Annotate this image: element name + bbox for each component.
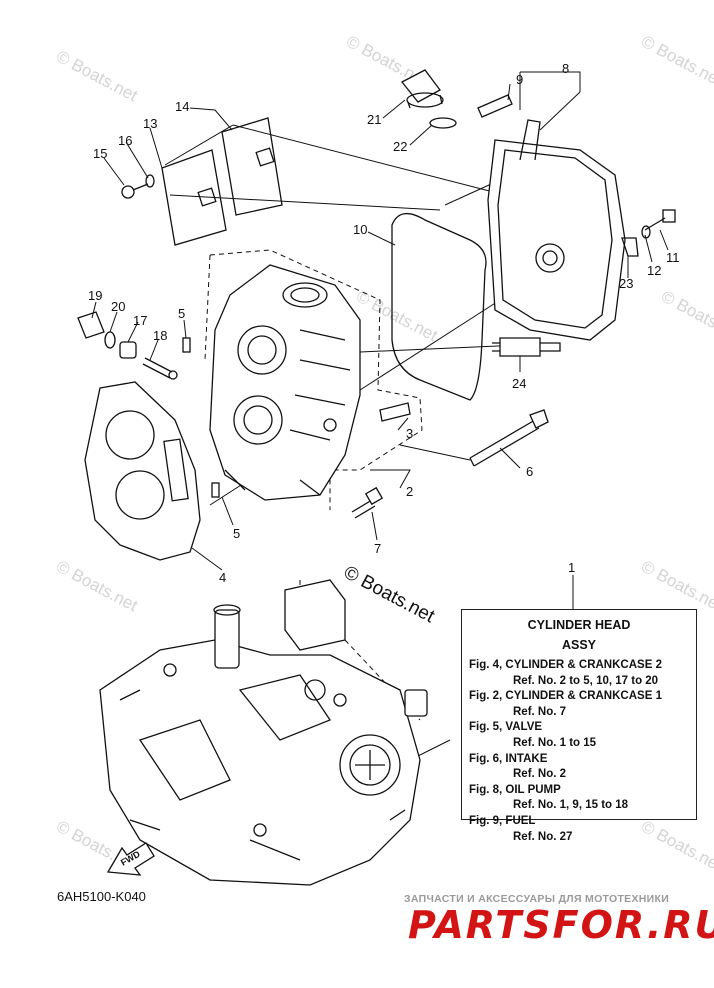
callout-5: 5 bbox=[178, 306, 185, 321]
clamp-23 bbox=[621, 237, 639, 257]
watermark: © Boats.net bbox=[353, 287, 441, 346]
callout-22: 22 bbox=[393, 139, 407, 154]
bolt-18 bbox=[142, 357, 173, 379]
legend-fig: Fig. 9, FUEL bbox=[469, 814, 536, 827]
watermark: © Boats.net bbox=[658, 287, 714, 346]
callout-23: 23 bbox=[619, 276, 633, 291]
small-parts-left bbox=[77, 311, 178, 380]
callout-8: 8 bbox=[562, 61, 569, 76]
plug-19 bbox=[77, 311, 105, 339]
bolt-7 bbox=[351, 486, 384, 519]
callout-21: 21 bbox=[367, 112, 381, 127]
gasket-13 bbox=[161, 149, 227, 246]
legend-ref-list: Fig. 4, CYLINDER & CRANKCASE 2 Ref. No. … bbox=[462, 658, 696, 845]
washer-12 bbox=[641, 225, 651, 239]
o-ring-22 bbox=[429, 117, 457, 129]
watermark: © Boats.net bbox=[53, 557, 141, 616]
callout-19: 19 bbox=[88, 288, 102, 303]
legend-ref: Ref. No. 7 bbox=[513, 705, 567, 718]
callout-20: 20 bbox=[111, 299, 125, 314]
head-gasket-4 bbox=[84, 381, 201, 561]
shop-logo[interactable]: PARTSFOR.RU bbox=[408, 903, 714, 947]
leader-lines bbox=[91, 71, 669, 609]
callout-18: 18 bbox=[153, 328, 167, 343]
callout-10: 10 bbox=[353, 222, 367, 237]
cylinder-head bbox=[209, 264, 361, 501]
bolt-6 bbox=[469, 409, 549, 467]
gasket-10 bbox=[391, 213, 487, 401]
legend-ref: Ref. No. 1 to 15 bbox=[513, 736, 597, 749]
bolt-15 bbox=[121, 174, 155, 199]
legend-ref-item: Fig. 5, VALVE Ref. No. 1 to 15 bbox=[469, 720, 696, 751]
legend-fig: Fig. 8, OIL PUMP bbox=[469, 783, 561, 796]
legend-ref: Ref. No. 27 bbox=[513, 830, 573, 843]
callout-5b: 5 bbox=[233, 526, 240, 541]
callout-9: 9 bbox=[516, 72, 523, 87]
o-ring-20 bbox=[104, 331, 116, 349]
callout-2: 2 bbox=[406, 484, 413, 499]
legend-ref: Ref. No. 2 to 5, 10, 17 to 20 bbox=[513, 674, 659, 687]
callout-15: 15 bbox=[93, 146, 107, 161]
watermark: © Boats.net bbox=[638, 557, 714, 616]
legend-ref-item: Fig. 8, OIL PUMP Ref. No. 1, 9, 15 to 18 bbox=[469, 783, 696, 814]
legend-ref-item: Fig. 6, INTAKE Ref. No. 2 bbox=[469, 752, 696, 783]
plate-14 bbox=[221, 117, 283, 216]
legend-fig: Fig. 6, INTAKE bbox=[469, 752, 548, 765]
washer-16 bbox=[145, 174, 155, 188]
legend-subtitle: ASSY bbox=[561, 638, 597, 652]
bolt-11 bbox=[641, 209, 676, 239]
crankcase-assembly bbox=[99, 579, 428, 886]
legend-ref-item: Fig. 2, CYLINDER & CRANKCASE 1 Ref. No. … bbox=[469, 689, 696, 720]
callout-7: 7 bbox=[374, 541, 381, 556]
callout-11: 11 bbox=[666, 250, 680, 265]
callout-3: 3 bbox=[406, 426, 413, 441]
hose-9 bbox=[477, 94, 513, 118]
legend-fig: Fig. 4, CYLINDER & CRANKCASE 2 bbox=[469, 659, 662, 671]
head-cover-8 bbox=[487, 119, 626, 341]
watermark: © Boats.net bbox=[638, 32, 714, 91]
spark-plug-24 bbox=[492, 337, 561, 357]
plug-3 bbox=[379, 402, 411, 422]
callout-17: 17 bbox=[133, 313, 147, 328]
legend-fig: Fig. 2, CYLINDER & CRANKCASE 1 bbox=[469, 690, 662, 703]
shop-tagline: ЗАПЧАСТИ И АКСЕССУАРЫ ДЛЯ МОТОТЕХНИКИ bbox=[404, 893, 670, 905]
legend-ref: Ref. No. 1, 9, 15 to 18 bbox=[513, 799, 629, 812]
gasket-plates bbox=[161, 117, 283, 246]
callout-6: 6 bbox=[526, 464, 533, 479]
dowel-pin-5 bbox=[182, 337, 191, 353]
collar-17 bbox=[119, 341, 137, 359]
watermark: © Boats.net bbox=[53, 47, 141, 106]
fwd-arrow-icon: FWD bbox=[106, 842, 155, 876]
legend-ref: Ref. No. 2 bbox=[513, 768, 567, 781]
callout-16: 16 bbox=[118, 133, 132, 148]
reference-legend-box: CYLINDER HEAD ASSY Fig. 4, CYLINDER & CR… bbox=[461, 609, 697, 843]
callout-4: 4 bbox=[219, 570, 226, 585]
callout-24: 24 bbox=[512, 376, 526, 391]
legend-ref-item: Fig. 9, FUEL Ref. No. 27 bbox=[469, 814, 696, 845]
callout-13: 13 bbox=[143, 116, 157, 131]
callout-numbers: 1 2 3 4 5 5 6 7 8 9 10 11 12 13 14 15 16… bbox=[88, 61, 680, 585]
legend-title: CYLINDER HEAD bbox=[527, 618, 631, 632]
legend-fig: Fig. 5, VALVE bbox=[469, 721, 543, 734]
dowel-pin-5 bbox=[211, 482, 220, 498]
catalog-code: 6AH5100-K040 bbox=[57, 889, 146, 904]
callout-1: 1 bbox=[568, 560, 575, 575]
filler-cap-21 bbox=[400, 69, 444, 109]
callout-12: 12 bbox=[647, 263, 661, 278]
callout-14: 14 bbox=[175, 99, 189, 114]
guide-lines bbox=[149, 124, 521, 761]
legend-ref-item: Fig. 4, CYLINDER & CRANKCASE 2 Ref. No. … bbox=[469, 658, 696, 689]
